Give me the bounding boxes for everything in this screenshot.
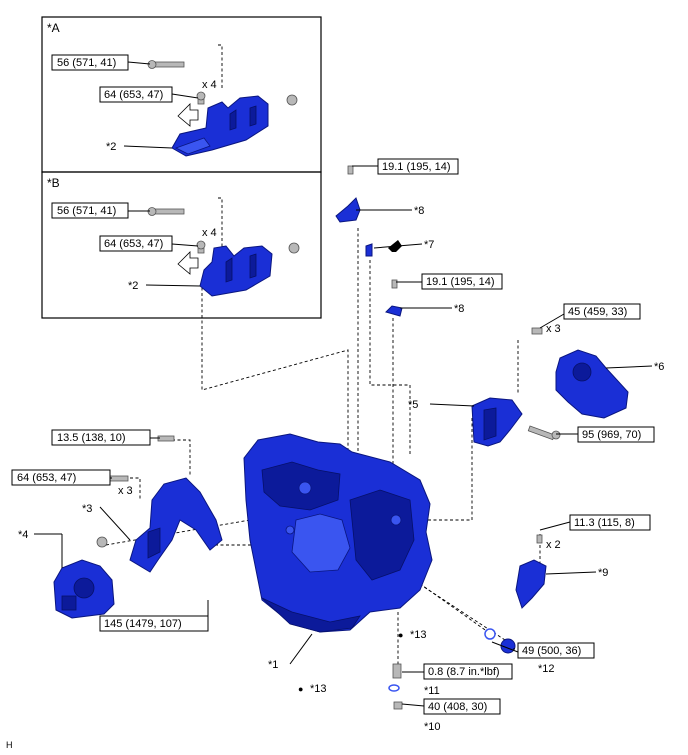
part-label-9: *9 — [598, 567, 608, 579]
torque-spec-a-56: 56 (571, 41) — [51, 54, 129, 71]
part-label-8-lower: *8 — [454, 303, 464, 315]
svg-text:13.5 (138, 10): 13.5 (138, 10) — [57, 432, 126, 444]
svg-text:11.3 (115, 8): 11.3 (115, 8) — [574, 517, 635, 529]
svg-text:95 (969, 70): 95 (969, 70) — [582, 429, 641, 441]
quantity-x4-a: x 4 — [202, 79, 217, 91]
install-direction-arrow — [177, 103, 199, 127]
quantity-x2: x 2 — [546, 539, 561, 551]
svg-text:64 (653, 47): 64 (653, 47) — [17, 472, 76, 484]
svg-text:19.1 (195, 14): 19.1 (195, 14) — [426, 276, 495, 288]
part-label-8-upper: *8 — [414, 205, 424, 217]
torque-spec-a-64: 64 (653, 47) — [99, 86, 173, 103]
corner-code: H — [6, 740, 13, 750]
torque-spec-19-1-upper: 19.1 (195, 14) — [377, 158, 459, 175]
torque-spec-b-56: 56 (571, 41) — [51, 202, 129, 219]
part-label-5: *5 — [408, 399, 418, 411]
svg-text:56 (571, 41): 56 (571, 41) — [57, 205, 116, 217]
part-label-6: *6 — [654, 361, 664, 373]
svg-text:19.1 (195, 14): 19.1 (195, 14) — [382, 161, 451, 173]
torque-spec-13-5: 13.5 (138, 10) — [51, 429, 151, 446]
inset-b-frame — [41, 171, 322, 319]
torque-spec-b-64: 64 (653, 47) — [99, 235, 173, 252]
pointer-arrow — [378, 240, 402, 258]
leader-lines — [34, 61, 653, 707]
torque-spec-95: 95 (969, 70) — [577, 426, 655, 443]
part-label-13-upper: *13 — [410, 629, 427, 641]
part-label-12: *12 — [538, 663, 555, 675]
quantity-x3-right: x 3 — [546, 323, 561, 335]
part-label-10: *10 — [424, 721, 441, 733]
svg-text:64 (653, 47): 64 (653, 47) — [104, 89, 163, 101]
svg-text:145 (1479, 107): 145 (1479, 107) — [104, 618, 182, 630]
part-label-1: *1 — [268, 659, 278, 671]
part-label-4: *4 — [18, 529, 28, 541]
svg-text:40 (408, 30): 40 (408, 30) — [428, 701, 487, 713]
inset-a-label: *A — [47, 21, 60, 35]
part-label-2-b: *2 — [128, 280, 138, 292]
svg-text:49 (500, 36): 49 (500, 36) — [522, 645, 581, 657]
part-label-3: *3 — [82, 503, 92, 515]
mount-part-4 — [53, 559, 115, 619]
svg-text:64 (653, 47): 64 (653, 47) — [104, 238, 163, 250]
install-direction-arrow-b — [177, 251, 199, 275]
small-parts-7-8 — [335, 165, 403, 317]
svg-text:56 (571, 41): 56 (571, 41) — [57, 57, 116, 69]
transaxle-assembly-part-1 — [243, 433, 433, 633]
new-part-mark-lower: ● — [298, 684, 303, 694]
torque-spec-45: 45 (459, 33) — [563, 303, 641, 320]
torque-spec-49: 49 (500, 36) — [517, 642, 595, 659]
quantity-x3-left: x 3 — [118, 485, 133, 497]
torque-spec-0-8: 0.8 (8.7 in.*lbf) — [423, 663, 513, 680]
inset-b-bracket-part-2 — [147, 207, 300, 297]
part-label-11: *11 — [424, 685, 440, 697]
mount-part-6 — [531, 327, 629, 419]
torque-spec-19-1-lower: 19.1 (195, 14) — [421, 273, 503, 290]
torque-spec-11-3: 11.3 (115, 8) — [569, 514, 651, 531]
torque-spec-40: 40 (408, 30) — [423, 698, 501, 715]
part-label-13-lower: *13 — [310, 683, 327, 695]
bracket-part-9 — [515, 534, 547, 609]
torque-spec-145: 145 (1479, 107) — [99, 615, 209, 632]
inset-a-bracket-part-2 — [147, 60, 298, 157]
torque-spec-64-left: 64 (653, 47) — [11, 469, 111, 486]
bracket-part-3 — [96, 435, 223, 573]
part-label-2-a: *2 — [106, 141, 116, 153]
quantity-x4-b: x 4 — [202, 227, 217, 239]
svg-text:0.8 (8.7 in.*lbf): 0.8 (8.7 in.*lbf) — [428, 666, 500, 678]
inset-b-label: *B — [47, 176, 60, 190]
new-part-mark-upper: ● — [398, 630, 403, 640]
part-label-7: *7 — [424, 239, 434, 251]
svg-text:45 (459, 33): 45 (459, 33) — [568, 306, 627, 318]
bracket-part-5 — [471, 397, 561, 447]
